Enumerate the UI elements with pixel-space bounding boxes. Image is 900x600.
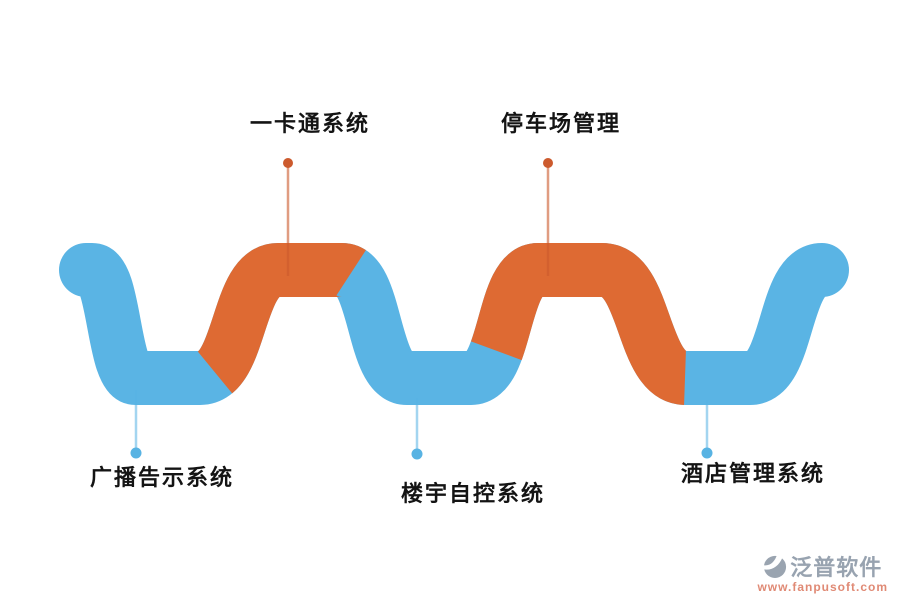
connector-dot-broadcast — [130, 447, 142, 459]
label-building-automation-system: 楼宇自控系统 — [400, 481, 546, 506]
label-parking-management: 停车场管理 — [500, 111, 622, 136]
connector-dot-one-card — [283, 158, 293, 168]
label-one-card-system: 一卡通系统 — [249, 111, 371, 136]
label-hotel-management-system: 酒店管理系统 — [680, 461, 826, 486]
connector-dot-building-automation — [411, 448, 423, 460]
connector-dot-parking — [543, 158, 553, 168]
watermark-brand: 泛普软件 — [790, 555, 883, 580]
watermark-url: www.fanpusoft.com — [757, 580, 888, 594]
label-broadcast-system: 广播告示系统 — [89, 465, 235, 490]
fanpu-logo-icon — [763, 554, 787, 578]
watermark: 泛普软件 www.fanpusoft.com — [757, 550, 888, 594]
connector-dot-hotel — [701, 447, 713, 459]
wave-ribbon-blue — [59, 243, 849, 405]
